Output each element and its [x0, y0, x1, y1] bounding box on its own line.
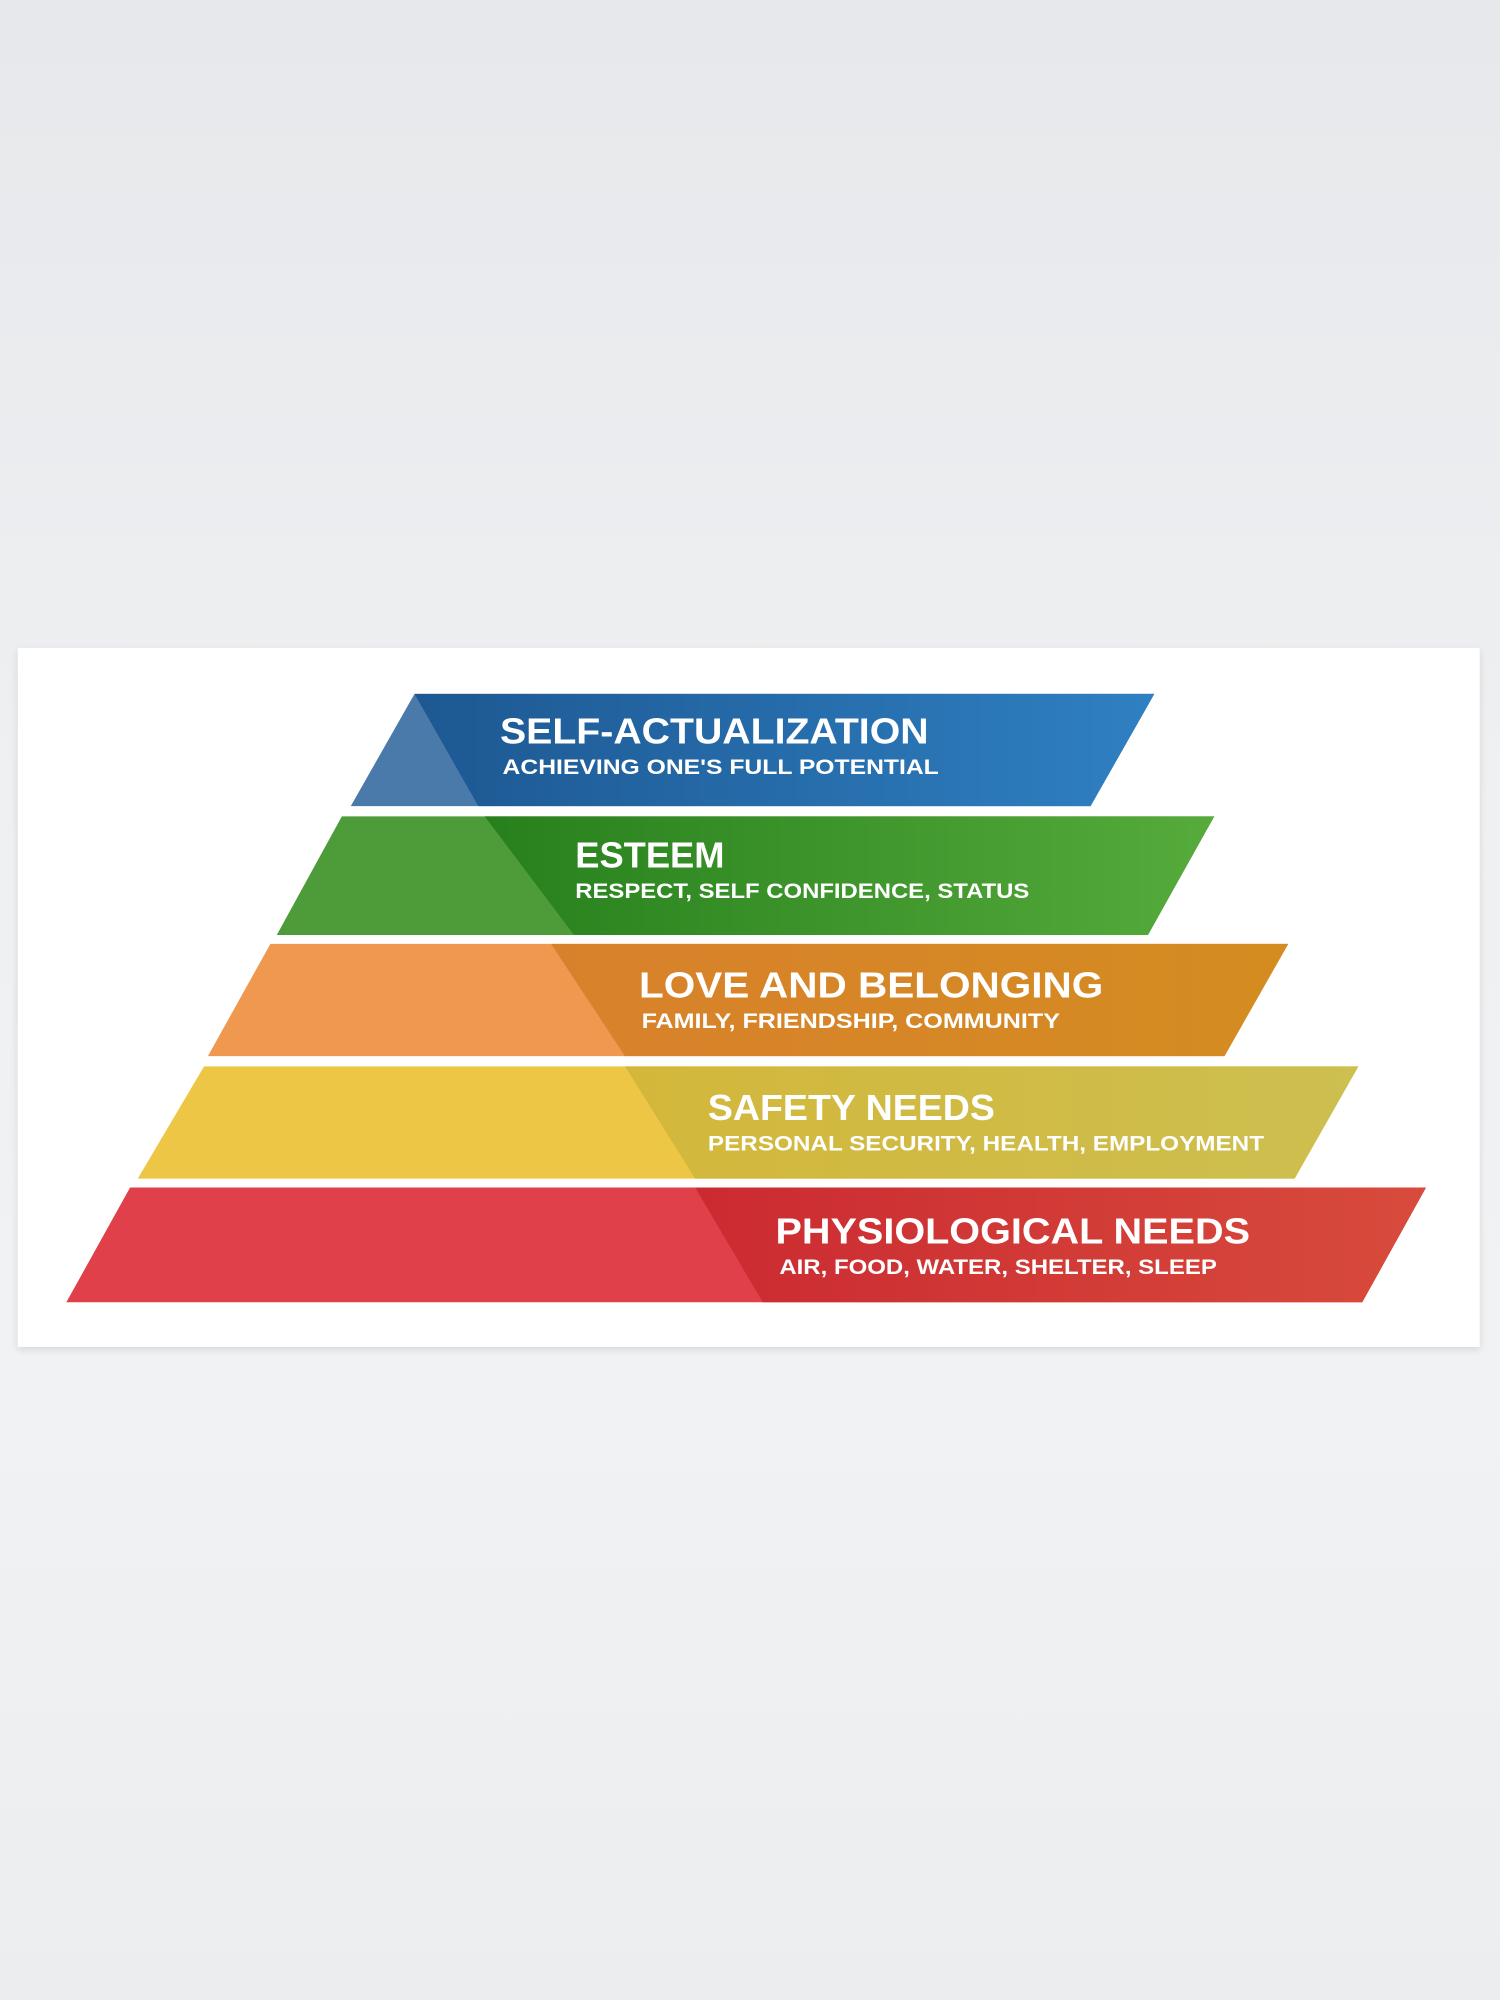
level-subtitle: AIR, FOOD, WATER, SHELTER, SLEEP [779, 1254, 1216, 1279]
level-subtitle: RESPECT, SELF CONFIDENCE, STATUS [575, 878, 1029, 903]
level-title: LOVE AND BELONGING [639, 965, 1103, 1005]
level-band-right [484, 816, 1215, 935]
level-band-right [625, 1066, 1359, 1179]
level-band-right [551, 943, 1289, 1057]
level-band-right [414, 693, 1155, 807]
pyramid-level-self-actualization: SELF-ACTUALIZATION ACHIEVING ONE'S FULL … [350, 693, 1155, 807]
pyramid-level-safety-needs: SAFETY NEEDS PERSONAL SECURITY, HEALTH, … [137, 1066, 1359, 1179]
level-title: SAFETY NEEDS [708, 1088, 995, 1128]
pyramid-level-love-and-belonging: LOVE AND BELONGING FAMILY, FRIENDSHIP, C… [207, 943, 1289, 1057]
level-title: SELF-ACTUALIZATION [500, 712, 929, 752]
level-title: PHYSIOLOGICAL NEEDS [776, 1212, 1250, 1252]
level-subtitle: FAMILY, FRIENDSHIP, COMMUNITY [642, 1008, 1061, 1033]
pyramid-level-physiological-needs: PHYSIOLOGICAL NEEDS AIR, FOOD, WATER, SH… [66, 1187, 1427, 1303]
level-title: ESTEEM [575, 835, 724, 875]
level-band-right [695, 1187, 1427, 1303]
level-subtitle: PERSONAL SECURITY, HEALTH, EMPLOYMENT [708, 1131, 1264, 1156]
pyramid-level-esteem: ESTEEM RESPECT, SELF CONFIDENCE, STATUS [276, 816, 1215, 935]
level-subtitle: ACHIEVING ONE'S FULL POTENTIAL [503, 754, 939, 779]
